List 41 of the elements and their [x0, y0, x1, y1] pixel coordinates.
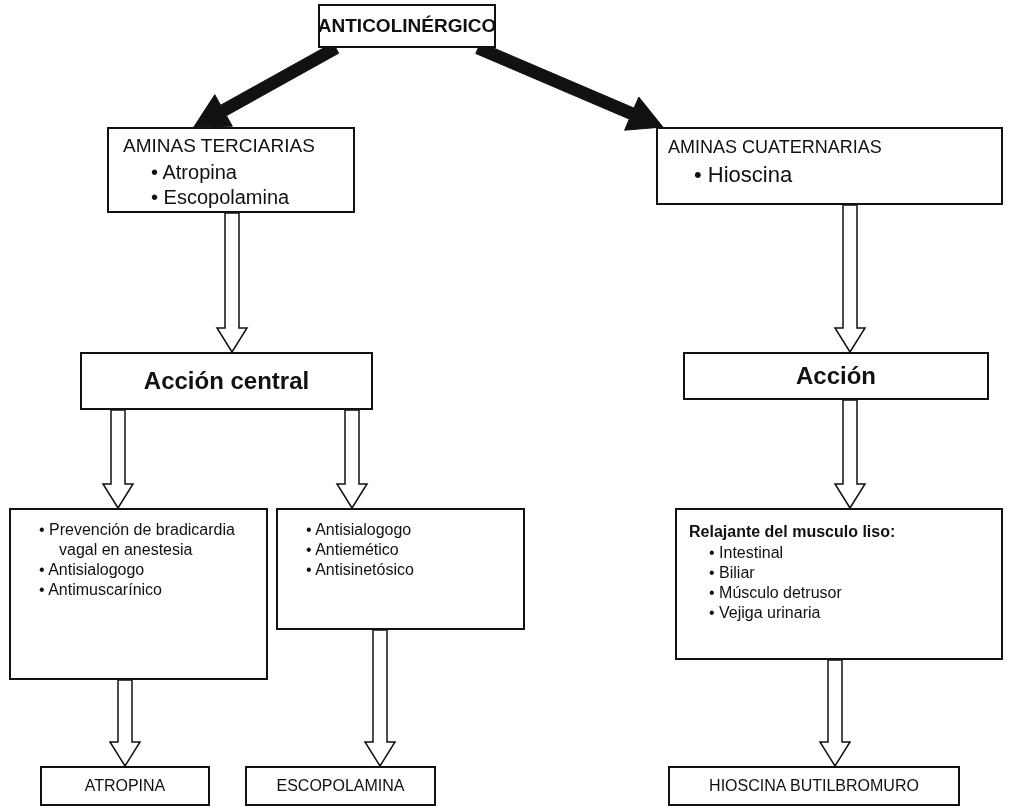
- bullet-item: • Antisialogogo: [39, 560, 146, 580]
- hollow-arrow: [363, 629, 397, 768]
- bullet-item: • Antisialogogo: [306, 520, 413, 540]
- box-heading: ESCOPOLAMINA: [276, 776, 405, 796]
- process-box: [668, 766, 960, 806]
- process-box: [40, 766, 210, 806]
- box-heading: AMINAS CUATERNARIAS: [668, 137, 883, 159]
- bullet-item: • Prevención de bradicardia vagal en anestesia: [39, 520, 236, 560]
- list-box: [675, 508, 1003, 660]
- process-box: [245, 766, 436, 806]
- box-heading: HIOSCINA BUTILBROMURO: [709, 776, 919, 796]
- box-heading: ANTICOLINÉRGICO: [317, 14, 497, 38]
- bullet-item: • Antisinetósico: [306, 560, 415, 580]
- hollow-arrow: [215, 212, 249, 354]
- list-box: [276, 508, 525, 630]
- hollow-arrow: [833, 399, 867, 510]
- process-box: [318, 4, 496, 48]
- box-heading: Acción: [796, 361, 876, 391]
- bullet-item: • Intestinal: [709, 543, 785, 564]
- hollow-arrow: [108, 679, 142, 768]
- box-heading: ATROPINA: [84, 776, 166, 796]
- box-heading: Acción central: [143, 366, 310, 396]
- process-box: [80, 352, 373, 410]
- list-box: [9, 508, 268, 680]
- hollow-arrow: [818, 659, 852, 768]
- list-box: [107, 127, 355, 213]
- bullet-item: • Antiemético: [306, 540, 400, 560]
- bullet-item: • Atropina: [151, 159, 238, 185]
- hollow-arrow: [833, 204, 867, 354]
- bullet-item: • Escopolamina: [151, 184, 291, 210]
- bullet-item: • Antimuscarínico: [39, 580, 163, 600]
- box-heading: AMINAS TERCIARIAS: [123, 135, 316, 158]
- hollow-arrow: [335, 409, 369, 510]
- process-box: [683, 352, 989, 400]
- bullet-item: • Hioscina: [694, 160, 794, 189]
- bullet-item: • Biliar: [709, 563, 756, 584]
- box-heading: Relajante del musculo liso:: [689, 522, 897, 542]
- bullet-item: • Vejiga urinaria: [709, 603, 822, 624]
- hollow-arrow: [101, 409, 135, 510]
- list-box: [656, 127, 1003, 205]
- bullet-item: • Músculo detrusor: [709, 583, 843, 604]
